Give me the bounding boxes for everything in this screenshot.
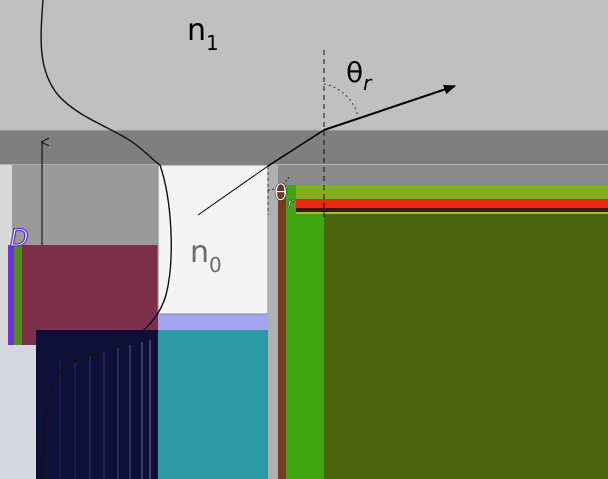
label-n1: n1 bbox=[187, 13, 219, 55]
right-column-gray bbox=[268, 165, 278, 479]
navy-striations bbox=[59, 340, 151, 479]
right-gray-region bbox=[268, 165, 608, 185]
red-stripe bbox=[296, 199, 608, 208]
green-band-top bbox=[296, 185, 608, 199]
green-stripe-left bbox=[14, 245, 22, 345]
interface-band bbox=[0, 130, 608, 165]
angle-arc-partial bbox=[267, 176, 290, 191]
green-stripe-right bbox=[286, 185, 296, 479]
inner-medium bbox=[157, 164, 269, 315]
lavender-stripe bbox=[158, 314, 268, 330]
label-n0: n0 bbox=[190, 235, 222, 277]
incident-ray bbox=[197, 165, 269, 216]
label-theta-r: θr bbox=[346, 56, 373, 95]
brown-stripe bbox=[278, 185, 286, 479]
label-theta-partial: θr bbox=[274, 181, 294, 212]
olive-block bbox=[324, 214, 608, 479]
profile-curve bbox=[40, 0, 172, 479]
maroon-block bbox=[14, 245, 158, 345]
purple-stripe bbox=[8, 245, 14, 345]
green-column bbox=[296, 214, 324, 479]
label-thickness: D bbox=[10, 224, 28, 252]
refracted-ray bbox=[267, 129, 325, 167]
navy-block bbox=[36, 330, 158, 479]
reflected-ray bbox=[323, 84, 456, 131]
teal-block bbox=[158, 330, 268, 479]
light-left-block bbox=[0, 345, 36, 479]
dark-stripe bbox=[296, 208, 608, 214]
olive-top-edge bbox=[296, 212, 608, 214]
